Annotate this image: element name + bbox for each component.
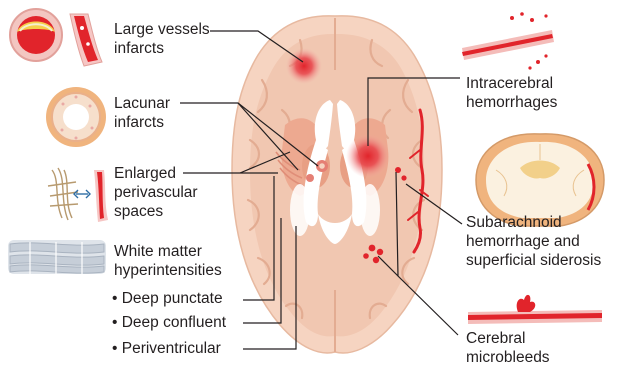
vessel-segment-icon — [70, 14, 102, 66]
white-matter-fibers-icon — [8, 240, 106, 274]
label-large-vessels-infarcts: Large vessels infarcts — [114, 20, 210, 58]
brain-axial-slice — [232, 16, 442, 353]
label-enlarged-perivascular-spaces: Enlarged perivascular spaces — [114, 164, 198, 221]
ruptured-vessel-icon — [462, 12, 554, 69]
label-lacunar-infarcts: Lacunar infarcts — [114, 94, 170, 132]
label-cerebral-microbleeds: Cerebral microbleeds — [466, 329, 550, 367]
vessel-cross-section-icon — [10, 9, 62, 61]
label-white-matter-hyperintensities: White matter hyperintensities — [114, 242, 222, 280]
label-intracerebral-hemorrhages: Intracerebral hemorrhages — [466, 74, 557, 112]
perivascular-space-icon — [48, 168, 108, 222]
microbleed-vessel-icon — [468, 295, 602, 324]
lacune-ring-icon — [46, 87, 106, 147]
label-deep-punctate: • Deep punctate — [112, 289, 223, 308]
label-deep-confluent: • Deep confluent — [112, 313, 226, 332]
label-subarachnoid-hemorrhage: Subarachnoid hemorrhage and superficial … — [466, 213, 601, 270]
label-periventricular: • Periventricular — [112, 339, 221, 358]
